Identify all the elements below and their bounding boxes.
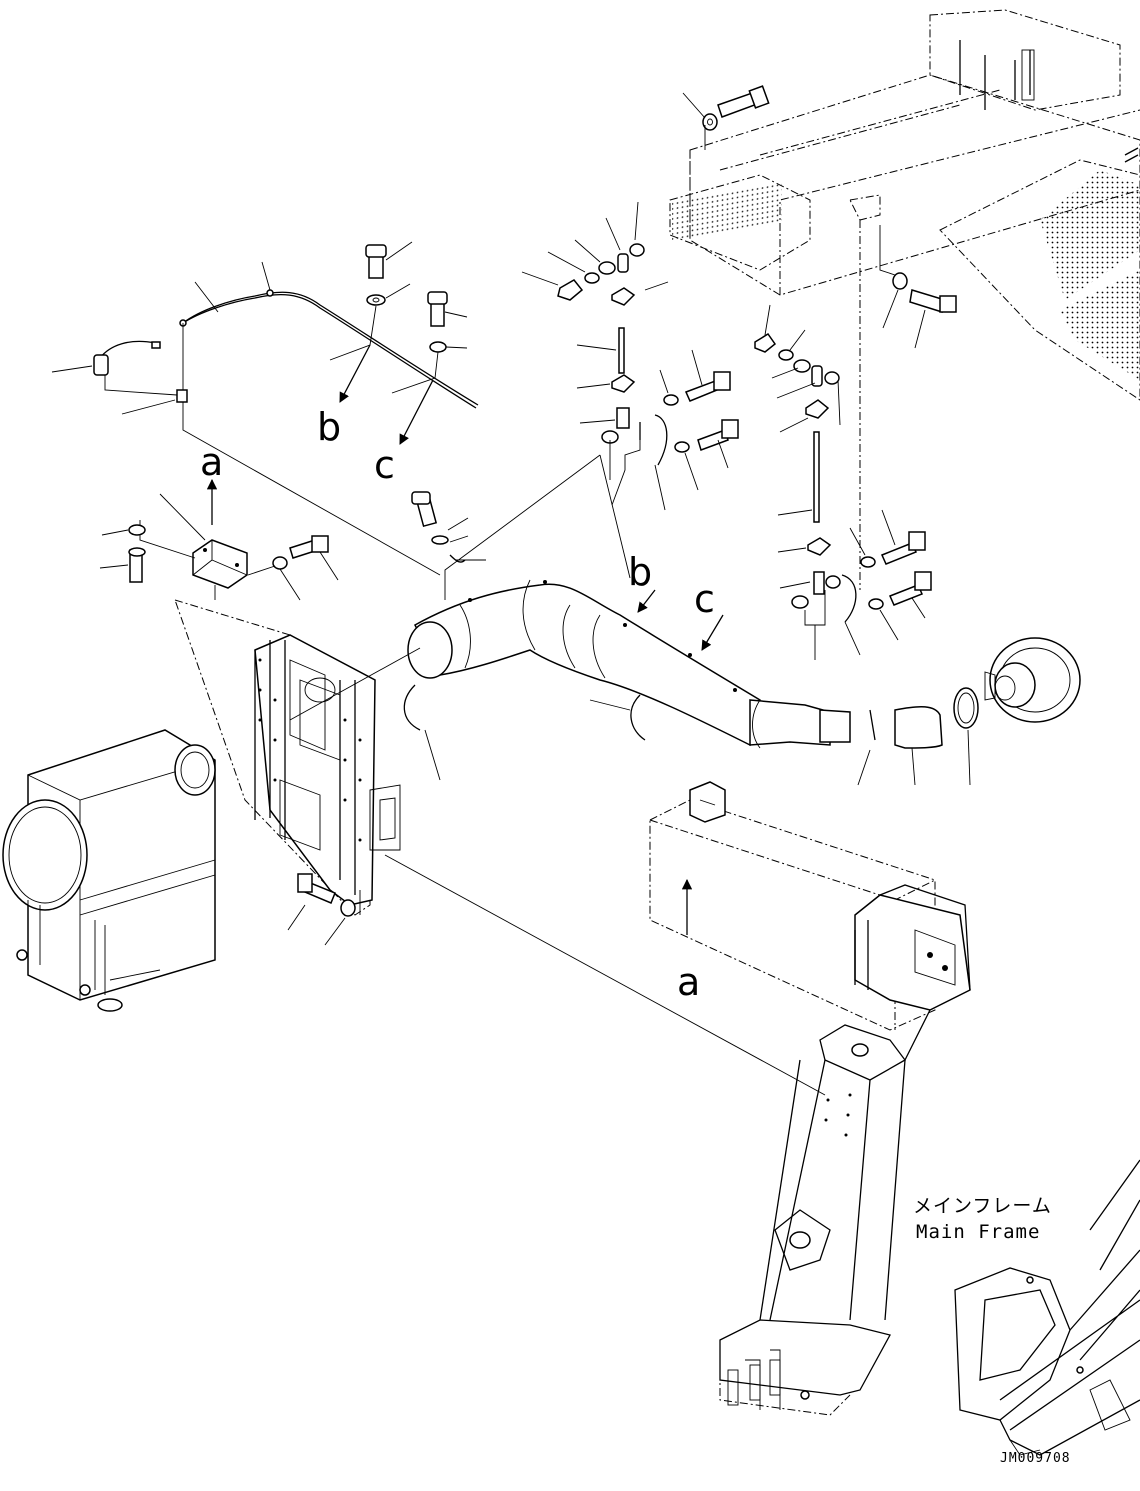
platform-bolt-2 [879, 225, 957, 349]
tie-rod-lower [777, 431, 832, 556]
hardware-stack-right-upper [754, 304, 841, 433]
bracket-panel [174, 599, 401, 916]
rubber-elbow [894, 705, 943, 786]
mounting-bracket [99, 478, 339, 601]
callout-c-top: c [374, 443, 395, 487]
harness-bolt-b [329, 241, 413, 403]
callout-b-top: b [317, 405, 341, 449]
callout-c-pipe: c [694, 577, 715, 621]
intake-duct [407, 454, 851, 749]
harness-bolt-c [391, 291, 468, 445]
drawing-code: JM009708 [1000, 1451, 1071, 1466]
assembly-guide-line-2 [289, 647, 421, 721]
hose-clamp-small [857, 709, 876, 786]
band-clamp [953, 687, 979, 786]
turbocharger [984, 637, 1081, 723]
frame-label-japanese: メインフレーム [913, 1195, 1052, 1217]
tie-rod-upper [576, 327, 636, 393]
callout-b-pipe: b [628, 550, 652, 594]
main-frame-column [719, 884, 971, 1416]
duct-clamp-left [403, 684, 441, 781]
panel-bolt [287, 873, 361, 946]
duct-callout-arrows [637, 589, 724, 651]
assembly-guide-line [384, 854, 826, 1096]
top-right-platform [669, 9, 1140, 590]
callout-a-frame: a [677, 960, 700, 1004]
main-frame-right [954, 1159, 1140, 1456]
hardware-stack-mid [579, 349, 739, 511]
duct-hardware [411, 491, 486, 563]
hardware-stack-upper [521, 201, 669, 306]
frame-label-english: Main Frame [916, 1221, 1040, 1243]
wire-harness [51, 261, 479, 576]
platform-bolt [682, 85, 770, 150]
duct-clamp-mid [589, 694, 646, 741]
callout-a-top: a [200, 440, 223, 484]
hardware-stack-right-lower [779, 509, 932, 660]
air-cleaner [2, 729, 216, 1012]
